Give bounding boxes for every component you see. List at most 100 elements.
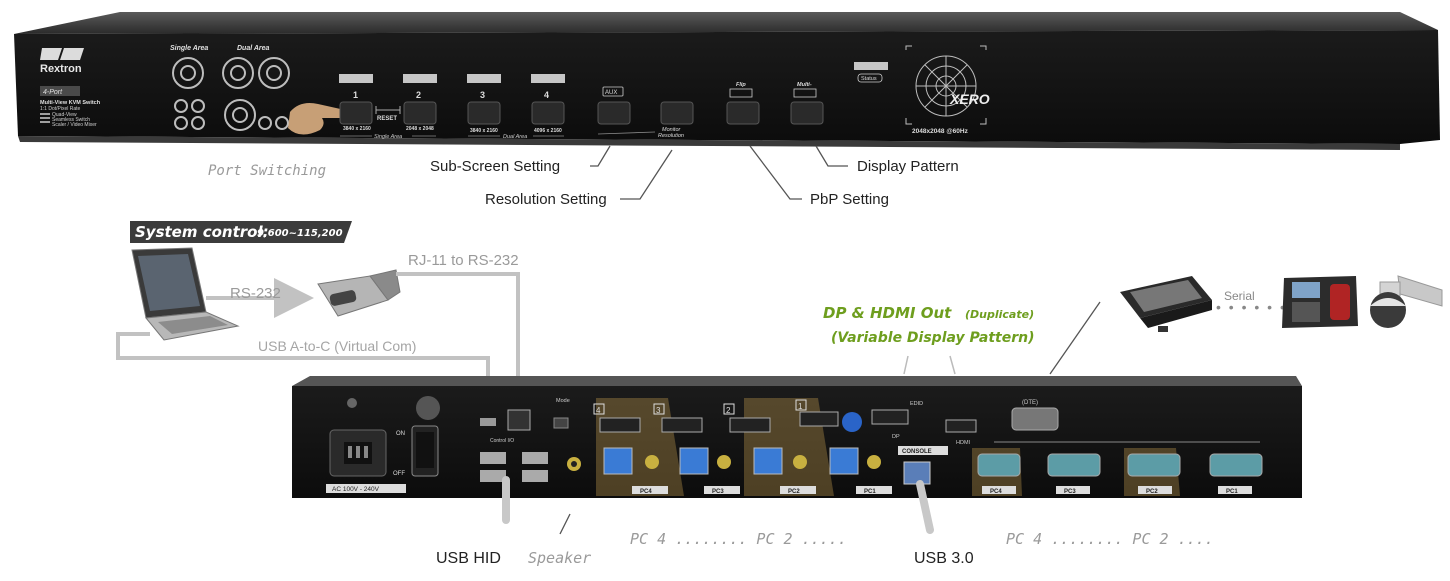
brand-name: Rextron	[40, 63, 82, 75]
front-chassis-face	[14, 30, 1440, 144]
resolution-label: Resolution	[658, 133, 684, 139]
svg-text:Resolution Setting: Resolution Setting	[485, 191, 607, 208]
model-line-3: Quad-View	[52, 112, 77, 118]
serial-tag: PC4	[990, 489, 1002, 495]
serial-port-3[interactable]	[1047, 453, 1101, 477]
pc-tag: PC3	[712, 489, 724, 495]
usb-b-port[interactable]	[829, 447, 859, 475]
usb3-port[interactable]	[903, 461, 931, 485]
usb-b-port[interactable]	[603, 447, 633, 475]
port-button-number: 2	[416, 90, 421, 100]
serial-port-4[interactable]	[977, 453, 1021, 477]
aux-button[interactable]	[597, 101, 631, 125]
port-number: 1	[798, 402, 803, 411]
edid-label: EDID	[910, 401, 923, 407]
monitor-resolution-button[interactable]	[660, 101, 694, 125]
dual-area-label: Dual Area	[237, 45, 270, 52]
usb-hid-port-3[interactable]	[522, 452, 548, 464]
pbp-callout: PbP Setting	[749, 145, 889, 208]
port-number: 3	[656, 406, 661, 415]
flip-icon	[729, 88, 753, 98]
serial-pc-label: PC 4 ........ PC 2 ....	[1006, 530, 1214, 548]
rj11-adapter-icon	[317, 269, 401, 317]
usb-hid-port-4[interactable]	[522, 470, 548, 482]
port-led-4	[531, 74, 565, 83]
control-io-label: Control I/O	[490, 438, 514, 444]
audio-jack[interactable]	[645, 455, 659, 469]
usb-b-port[interactable]	[753, 447, 783, 475]
usb-hid-port-1[interactable]	[480, 452, 506, 464]
rear-panel: AC 100V - 240V ON OFF Control I/O Mode 4…	[292, 376, 1302, 498]
usb3-label: USB 3.0	[914, 550, 974, 567]
system-control-label: System control:	[135, 223, 269, 241]
rs232-label: RS-232	[230, 285, 281, 302]
rextron-logo: Rextron	[40, 48, 84, 75]
port-resolution: 4096 x 2160	[534, 128, 562, 134]
flip-button[interactable]	[726, 101, 760, 125]
system-control-banner: System control: 9,600~115,200	[130, 221, 352, 243]
dp-in-port[interactable]	[599, 417, 641, 433]
multi-label: Multi-	[797, 82, 812, 88]
audio-jack[interactable]	[717, 455, 731, 469]
port-led-2	[403, 74, 437, 83]
port-button-1[interactable]: 1 3840 x 2160	[339, 74, 373, 132]
port-button-3[interactable]: 3 3840 x 2160	[467, 74, 501, 134]
pc-tag: PC2	[788, 489, 800, 495]
dp-out-label: DP	[892, 434, 900, 440]
speaker-label: Speaker	[528, 549, 591, 567]
usb-hid-port-2[interactable]	[480, 470, 506, 482]
port-button-4[interactable]: 4 4096 x 2160	[531, 74, 565, 134]
pc-port-group-1: 1 PC1	[795, 399, 892, 495]
usb-c-port[interactable]	[480, 418, 496, 426]
stack-icon	[40, 113, 50, 123]
fan-vent	[416, 396, 440, 420]
fingerprint-reader-icon	[1282, 276, 1358, 328]
dp-out-port[interactable]	[871, 409, 909, 425]
video-out-title: DP & HDMI Out	[823, 304, 952, 322]
baud-rate: 9,600~115,200	[257, 228, 343, 239]
model-line-1: Multi-View KVM Switch	[40, 100, 101, 106]
multi-view-button[interactable]	[790, 101, 824, 125]
pc-port-group-3: 3 PC3	[653, 403, 740, 495]
pointing-hand-icon	[288, 103, 351, 135]
dp-in-port[interactable]	[661, 417, 703, 433]
usb-hid-label: USB HID	[436, 550, 501, 567]
model-badge: 4-Port	[43, 89, 63, 96]
laptop-icon	[131, 247, 240, 341]
multi-view-icon	[793, 88, 817, 98]
serial-port-2[interactable]	[1127, 453, 1181, 477]
port-button-number: 3	[480, 90, 485, 100]
rj11-cable	[396, 272, 538, 430]
port-button-number: 4	[544, 90, 549, 100]
rj11-port[interactable]	[507, 409, 531, 431]
audio-jack[interactable]	[867, 455, 881, 469]
serial-port-1[interactable]	[1209, 453, 1263, 477]
mode-switch[interactable]	[553, 417, 569, 429]
svg-text:PbP Setting: PbP Setting	[810, 191, 889, 208]
dte-serial-port[interactable]	[1011, 407, 1059, 431]
serial-port-group: PC4 PC3 PC2 PC1	[972, 448, 1263, 496]
pc-tag: PC4	[640, 489, 652, 495]
area-dial-icons	[172, 57, 290, 131]
model-line-4: Seamless Switch	[52, 117, 90, 123]
ptz-camera-icon	[1370, 275, 1443, 328]
port-button-2[interactable]: 2 2048 x 2048	[403, 74, 437, 132]
hdmi-out-label: HDMI	[956, 440, 971, 446]
dual-area-group-label: Dual Area	[503, 134, 527, 140]
hdmi-out-port[interactable]	[945, 419, 977, 433]
audio-jack[interactable]	[793, 455, 807, 469]
serial-tag: PC1	[1226, 489, 1238, 495]
serial-tag: PC3	[1064, 489, 1076, 495]
power-on-label: ON	[396, 431, 405, 437]
dp-in-port[interactable]	[799, 411, 839, 427]
pc-tag: PC1	[864, 489, 876, 495]
usb-b-port[interactable]	[679, 447, 709, 475]
port-resolution: 3840 x 2160	[343, 126, 371, 132]
single-area-label: Single Area	[170, 45, 208, 52]
edid-dial[interactable]	[842, 412, 862, 432]
port-number: 4	[596, 406, 601, 415]
dp-in-port[interactable]	[729, 417, 771, 433]
sub-screen-callout: Sub-Screen Setting	[430, 145, 611, 175]
rj11-label: RJ-11 to RS-232	[408, 252, 519, 269]
